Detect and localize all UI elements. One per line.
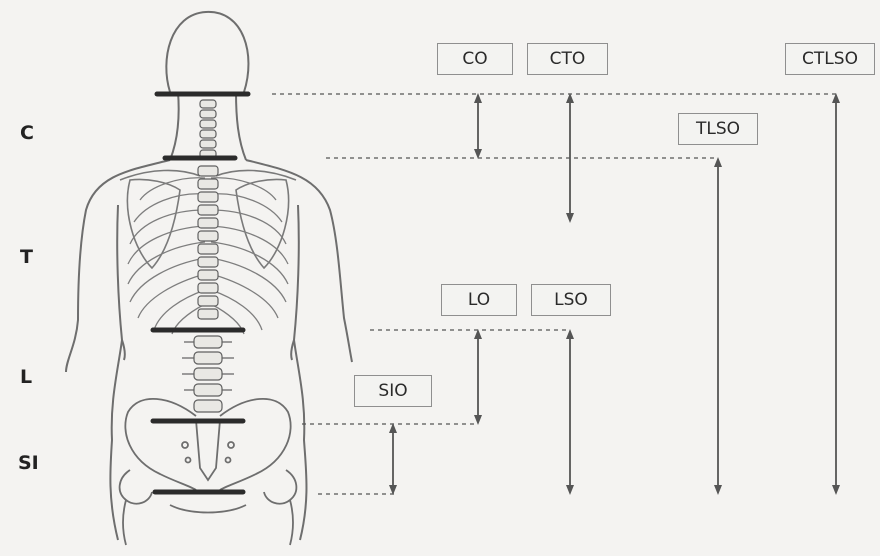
box-lso: LSO — [531, 284, 611, 316]
region-label-sacroiliac: SI — [18, 452, 39, 474]
box-cto: CTO — [527, 43, 608, 75]
box-sio: SIO — [354, 375, 432, 407]
box-tlso: TLSO — [678, 113, 758, 145]
box-co: CO — [437, 43, 513, 75]
region-label-lumbar: L — [20, 366, 32, 388]
box-lo: LO — [441, 284, 517, 316]
region-label-cervical: C — [20, 122, 34, 144]
spine — [194, 100, 222, 412]
box-ctlso: CTLSO — [785, 43, 875, 75]
transverse-processes — [182, 342, 234, 390]
region-label-thoracic: T — [20, 246, 33, 268]
